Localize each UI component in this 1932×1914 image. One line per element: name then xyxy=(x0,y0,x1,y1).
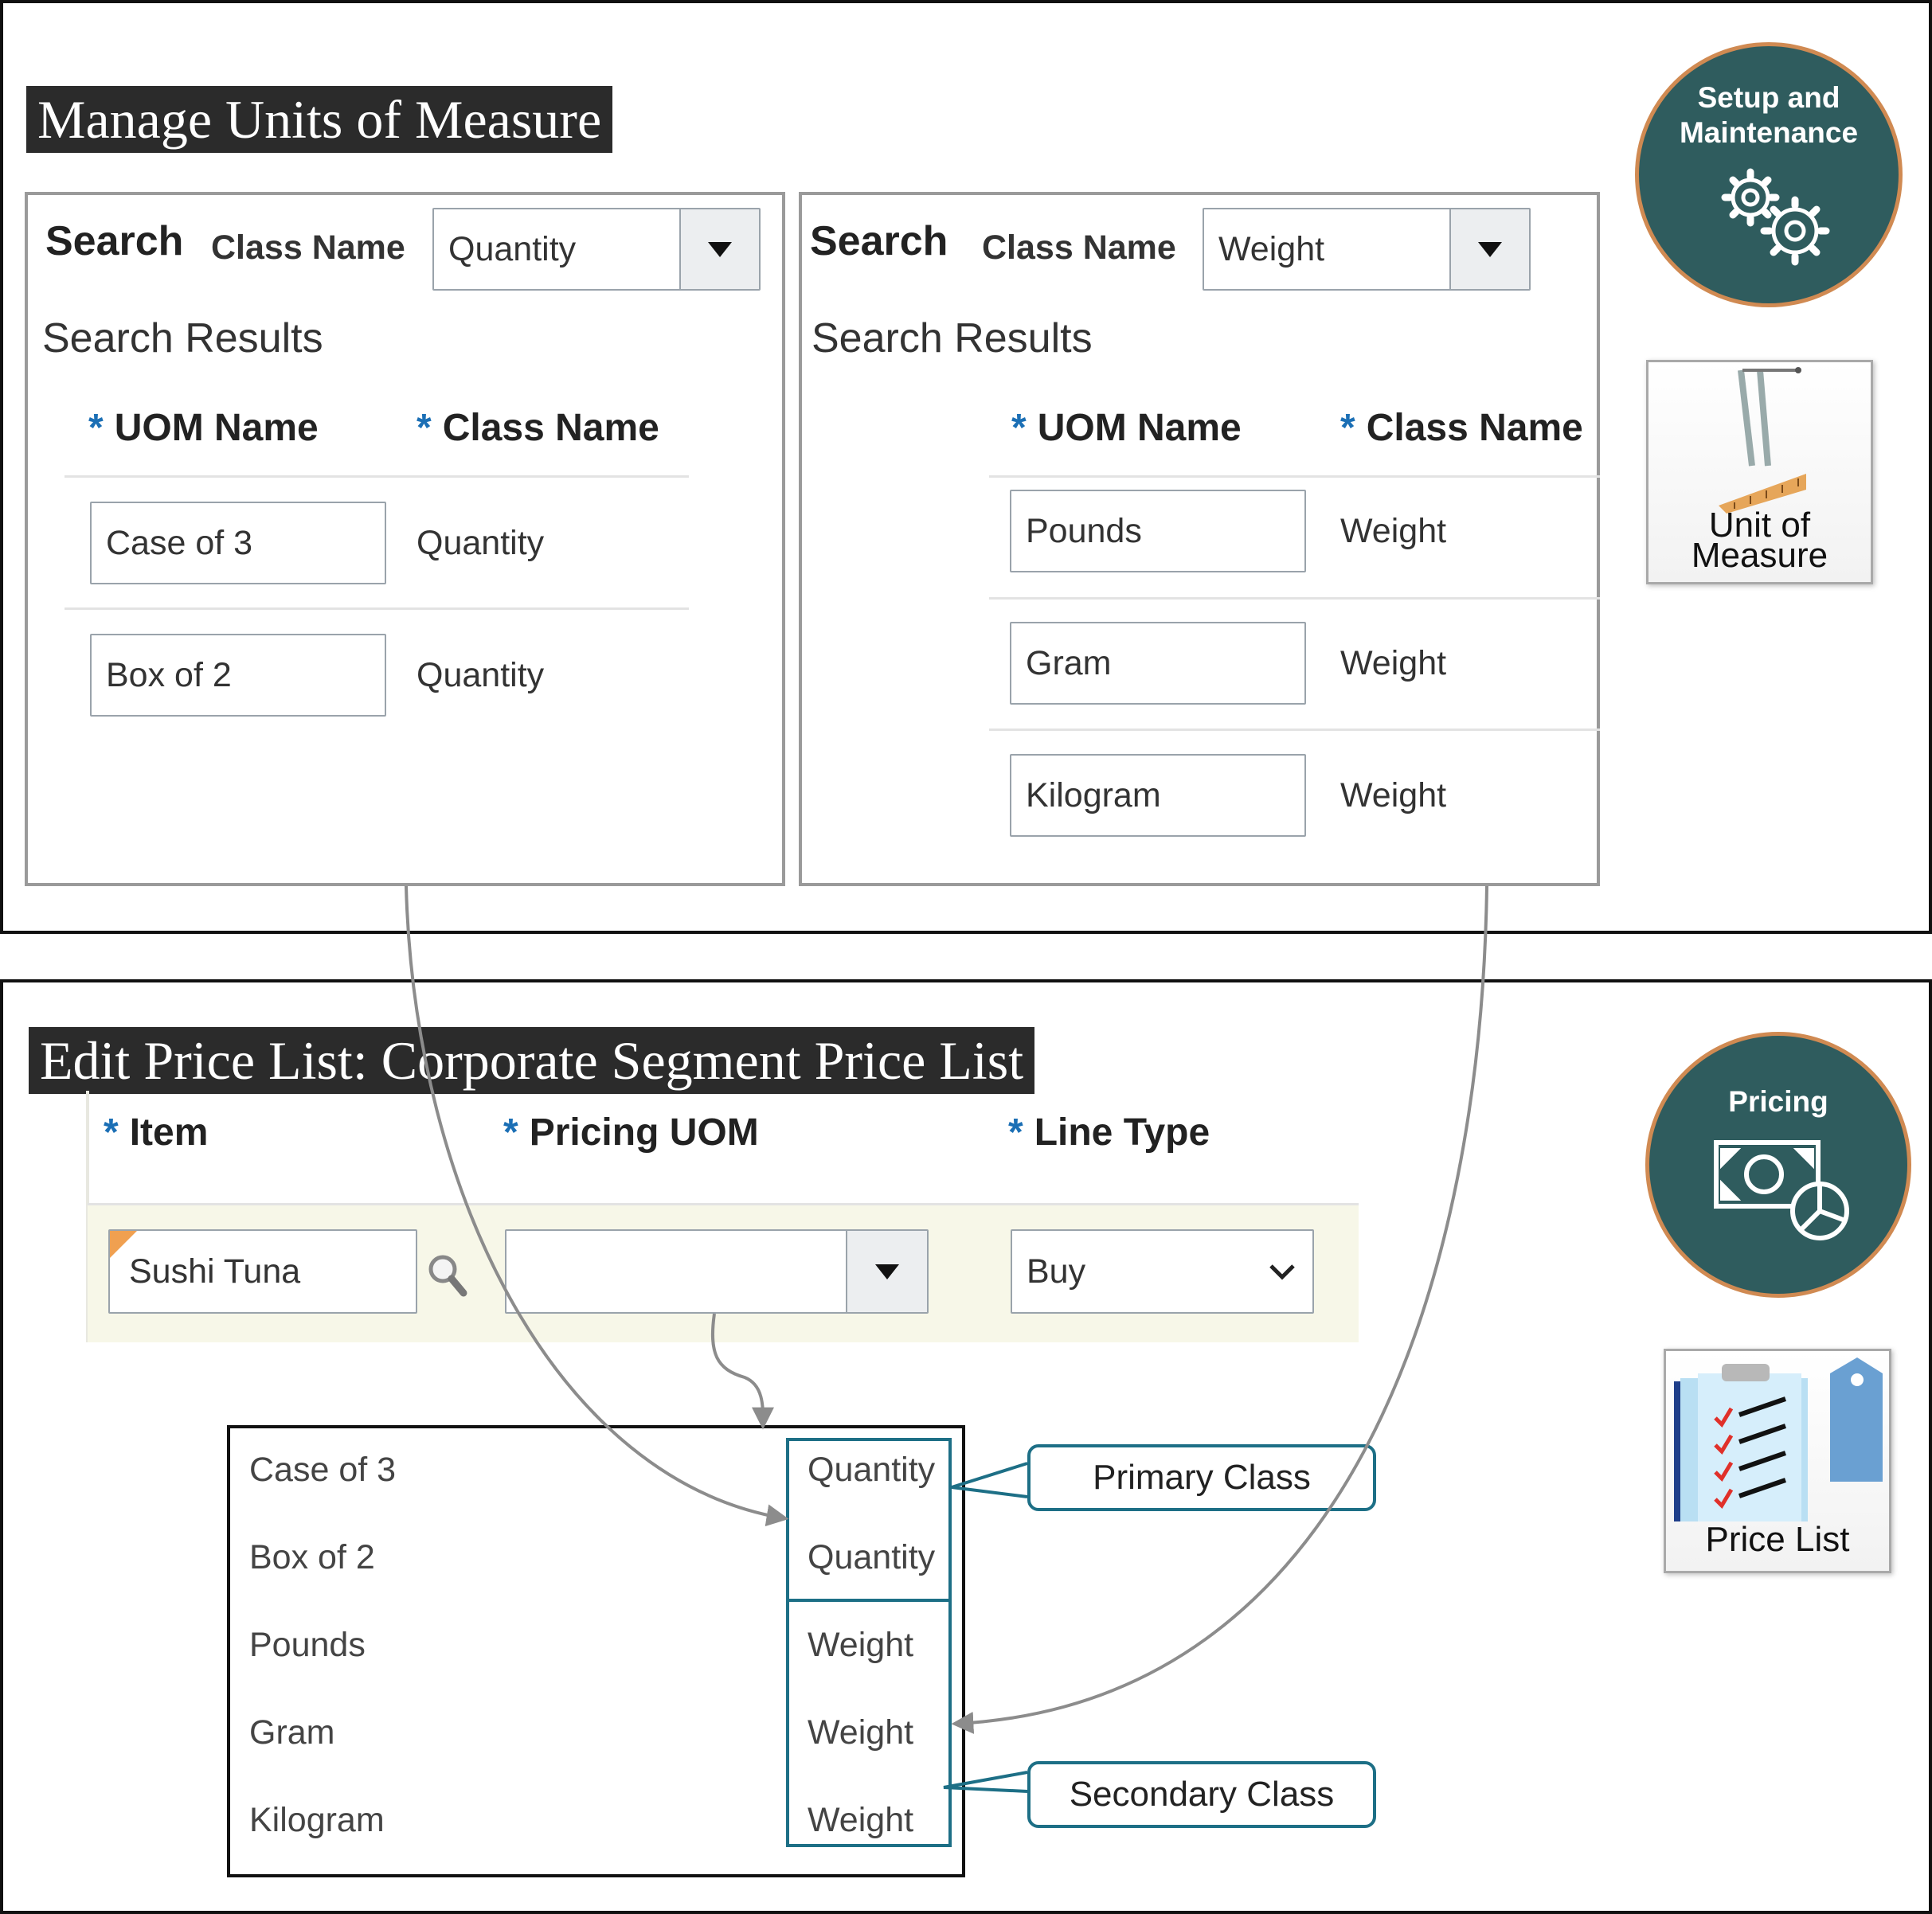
class-name-label: Class Name xyxy=(982,229,1176,267)
column-header-line-type[interactable]: *Line Type xyxy=(1008,1111,1210,1154)
tile-label: Price List xyxy=(1705,1520,1850,1559)
required-star: * xyxy=(1008,1111,1023,1154)
class-name-select-value: Weight xyxy=(1218,229,1325,268)
column-header-uom-name[interactable]: *UOM Name xyxy=(88,407,319,449)
caret-down-icon xyxy=(1478,242,1502,257)
search-label: Search xyxy=(810,218,948,264)
column-header-uom-name[interactable]: *UOM Name xyxy=(1011,407,1242,449)
list-item-uom[interactable]: Box of 2 xyxy=(249,1538,375,1576)
primary-class-callout: Primary Class xyxy=(1027,1444,1376,1511)
required-star: * xyxy=(503,1111,518,1154)
uom-search-panel-quantity: Search Class Name Quantity Search Result… xyxy=(25,192,785,886)
class-name-select[interactable]: Weight xyxy=(1203,208,1531,291)
tile-label-line2: Measure xyxy=(1691,536,1828,575)
unit-of-measure-tile[interactable]: Unit of Measure xyxy=(1646,360,1873,584)
pricing-badge[interactable]: Pricing xyxy=(1645,1032,1911,1298)
item-field-value: Sushi Tuna xyxy=(129,1252,301,1291)
badge-label: Pricing xyxy=(1728,1085,1828,1118)
list-item-class: Quantity xyxy=(808,1451,936,1489)
price-list-page-title: Edit Price List: Corporate Segment Price… xyxy=(29,1027,1035,1094)
required-star: * xyxy=(1011,407,1027,449)
gears-icon xyxy=(1721,168,1830,266)
tile-label-line1: Unit of xyxy=(1708,506,1811,545)
class-name-cell: Weight xyxy=(1340,644,1447,682)
list-item-class: Weight xyxy=(808,1713,914,1752)
class-name-cell: Weight xyxy=(1340,512,1447,550)
changed-indicator-icon xyxy=(110,1231,137,1258)
list-item-uom[interactable]: Pounds xyxy=(249,1626,366,1664)
search-label: Search xyxy=(45,218,184,264)
required-star: * xyxy=(1340,407,1355,449)
list-item-uom[interactable]: Case of 3 xyxy=(249,1451,397,1489)
list-item-class: Weight xyxy=(808,1801,914,1839)
uom-name-field[interactable]: Box of 2 xyxy=(90,634,386,717)
badge-label-line1: Setup and xyxy=(1697,81,1840,114)
select-dropdown-button[interactable] xyxy=(679,209,759,289)
list-item-class: Quantity xyxy=(808,1538,936,1576)
search-results-label: Search Results xyxy=(812,315,1093,361)
pricing-uom-select[interactable] xyxy=(505,1229,929,1314)
class-name-cell: Weight xyxy=(1340,776,1447,814)
class-name-select-value: Quantity xyxy=(448,229,577,268)
uom-search-panel-weight: Search Class Name Weight Search Results … xyxy=(799,192,1600,886)
class-name-cell: Quantity xyxy=(417,656,545,694)
secondary-class-callout: Secondary Class xyxy=(1027,1761,1376,1828)
header-divider xyxy=(65,475,689,478)
line-type-value: Buy xyxy=(1027,1252,1086,1291)
list-item-class: Weight xyxy=(808,1626,914,1664)
column-header-class-name[interactable]: *Class Name xyxy=(1340,407,1583,449)
secondary-class-highlight xyxy=(786,1599,952,1847)
uom-name-field[interactable]: Pounds xyxy=(1010,490,1306,572)
row-divider xyxy=(989,728,1600,731)
caret-down-icon xyxy=(708,242,732,257)
search-icon[interactable] xyxy=(425,1252,470,1299)
item-field[interactable]: Sushi Tuna xyxy=(108,1229,417,1314)
search-results-label: Search Results xyxy=(42,315,323,361)
row-divider xyxy=(989,597,1600,600)
row-divider xyxy=(65,607,689,610)
column-header-pricing-uom[interactable]: *Pricing UOM xyxy=(503,1111,759,1154)
badge-label-line2: Maintenance xyxy=(1679,116,1859,149)
uom-page-title: Manage Units of Measure xyxy=(26,86,613,153)
chevron-down-icon xyxy=(1269,1264,1295,1280)
class-name-label: Class Name xyxy=(211,229,405,267)
column-header-item[interactable]: *Item xyxy=(104,1111,209,1154)
required-star: * xyxy=(88,407,104,449)
list-item-uom[interactable]: Kilogram xyxy=(249,1801,385,1839)
class-name-select[interactable]: Quantity xyxy=(432,208,761,291)
list-item-uom[interactable]: Gram xyxy=(249,1713,335,1752)
uom-name-field[interactable]: Gram xyxy=(1010,622,1306,705)
caret-down-icon xyxy=(875,1264,899,1279)
required-star: * xyxy=(104,1111,119,1154)
uom-name-field[interactable]: Kilogram xyxy=(1010,754,1306,837)
setup-maintenance-badge[interactable]: Setup and Maintenance xyxy=(1635,42,1903,307)
select-dropdown-button[interactable] xyxy=(1449,209,1529,289)
header-divider xyxy=(989,475,1600,478)
column-header-class-name[interactable]: *Class Name xyxy=(417,407,659,449)
price-list-tile[interactable]: Price List xyxy=(1664,1349,1891,1573)
measuring-tape-icon xyxy=(1719,367,1806,514)
money-chart-icon xyxy=(1714,1140,1849,1240)
required-star: * xyxy=(417,407,432,449)
select-dropdown-button[interactable] xyxy=(846,1231,927,1312)
uom-name-field[interactable]: Case of 3 xyxy=(90,502,386,584)
primary-class-highlight xyxy=(786,1438,952,1602)
line-type-select[interactable]: Buy xyxy=(1011,1229,1314,1314)
class-name-cell: Quantity xyxy=(417,524,545,562)
checklist-tag-icon xyxy=(1674,1357,1883,1521)
